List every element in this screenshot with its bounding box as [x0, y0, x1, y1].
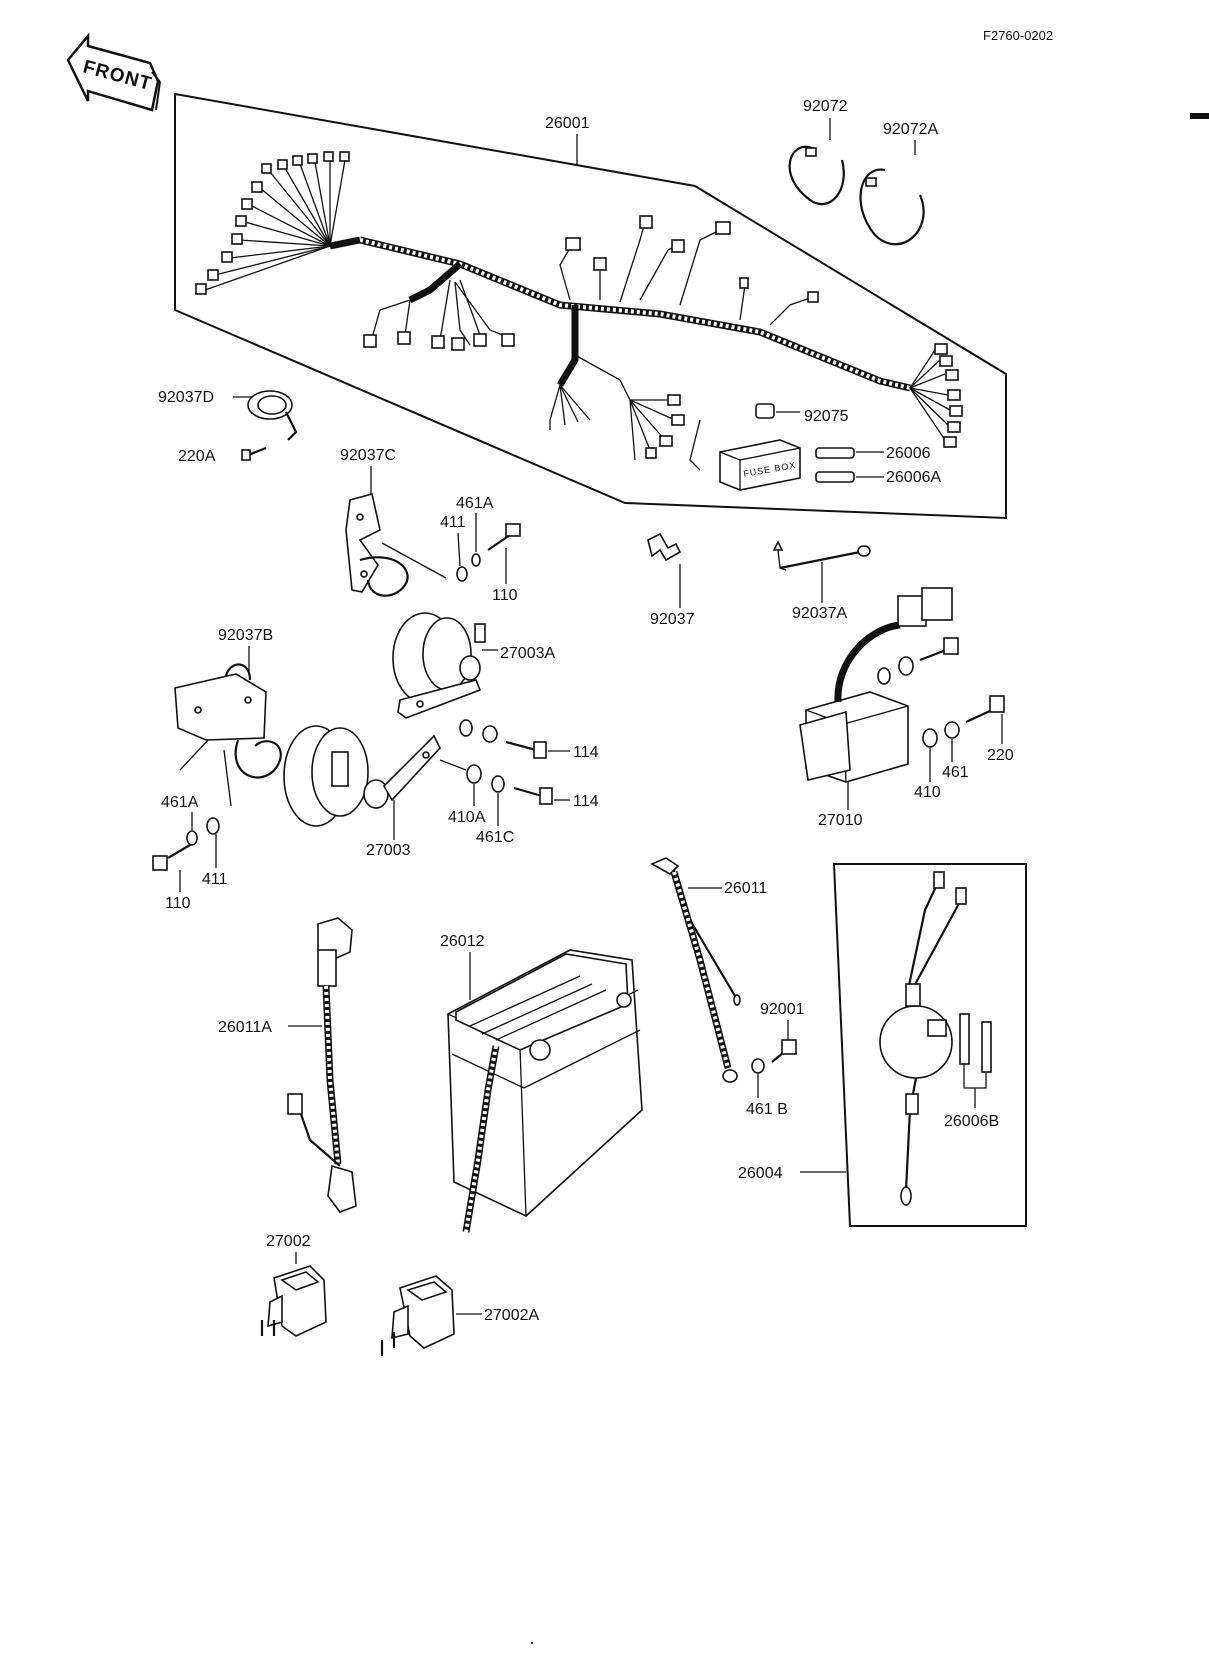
clamp-part: [647, 532, 682, 562]
label-flasher: 27002: [266, 1233, 311, 1250]
bolt-220-part: [965, 695, 1005, 723]
clamp-d-part: [247, 390, 298, 441]
label-washer-461: 461: [942, 764, 969, 781]
lead-26011-part: [650, 857, 741, 1083]
label-bolt-220: 220: [987, 747, 1014, 764]
bolt-114-top-part: [505, 740, 547, 759]
label-bolt-114-bottom: 114: [573, 793, 599, 810]
label-washer-411-top: 411: [440, 514, 466, 531]
label-bolt-92001: 92001: [760, 1001, 805, 1018]
fuse-part: [815, 447, 855, 459]
front-arrow-icon: FRONT: [66, 32, 161, 112]
bolt-110-top-part: [487, 523, 521, 551]
label-band-a: 92072A: [883, 121, 938, 138]
label-horn: 27003: [366, 842, 411, 859]
band-a-part: [859, 168, 925, 246]
bolt-114-bottom-part: [513, 786, 553, 805]
washer-410-part: [922, 728, 938, 748]
washer-461-part: [944, 721, 960, 739]
bracket-c-part: [345, 493, 409, 597]
harness-panel: FUSE BOX: [174, 92, 1007, 520]
label-fuse-a: 26006A: [886, 469, 941, 486]
flasher-a-part: [380, 1275, 455, 1356]
bolt-reg-top: [919, 637, 959, 662]
label-clamp-d: 92037D: [158, 389, 214, 406]
bracket-b-part: [174, 663, 282, 779]
bolt-110-bottom-part: [152, 844, 191, 871]
washer-reg-2: [898, 656, 914, 676]
label-bracket-c: 92037C: [340, 447, 396, 464]
main-harness: [359, 236, 911, 392]
washer-411-bottom-part: [206, 817, 220, 835]
label-washer-411-bottom: 411: [202, 871, 228, 888]
label-washer-461a-top: 461A: [456, 495, 494, 512]
label-lead-26011: 26011: [724, 880, 767, 897]
diagram-code: F2760-0202: [983, 28, 1053, 43]
label-fuse: 26006: [886, 445, 931, 462]
fuse-a-part: [815, 471, 855, 483]
label-clamp: 92037: [650, 611, 695, 628]
washer-411-top-part: [456, 566, 468, 582]
label-washer-461a-bottom: 461A: [161, 794, 199, 811]
washer-461b-part: [751, 1058, 765, 1074]
label-fuse-holder: 92075: [804, 408, 849, 425]
label-bracket-b: 92037B: [218, 627, 273, 644]
label-washer-461b: 461 B: [746, 1101, 788, 1118]
label-relay-assy: 26004: [738, 1165, 783, 1182]
screw-220a-part: [241, 446, 267, 461]
relay-assy-panel: [832, 863, 1027, 1227]
label-washer-410a: 410A: [448, 809, 486, 826]
fuse-box: FUSE BOX: [719, 439, 801, 491]
washer-top-2: [482, 725, 498, 743]
horn-part: [283, 725, 441, 827]
flasher-part: [260, 1265, 327, 1337]
washer-461a-bottom-part: [186, 830, 198, 846]
label-washer-461c: 461C: [476, 829, 514, 846]
label-washer-410: 410: [914, 784, 941, 801]
regulator-part: [799, 587, 953, 783]
label-battery: 26012: [440, 933, 485, 950]
label-lead-26011a: 26011A: [218, 1019, 272, 1036]
lead-26011a-part: [287, 917, 357, 1213]
horn-a-part: [392, 612, 486, 719]
battery-part: [447, 949, 643, 1233]
label-harness: 26001: [545, 115, 590, 132]
washer-reg-1: [877, 667, 891, 685]
washer-461c-part: [491, 775, 505, 793]
washer-top-1: [459, 719, 473, 737]
label-bolt-110-bottom: 110: [165, 895, 191, 912]
stray-dot: [531, 1642, 533, 1644]
label-horn-a: 27003A: [500, 645, 555, 662]
washer-410a-part: [466, 764, 482, 784]
fuse-holder-part: [755, 403, 775, 419]
label-clamp-a: 92037A: [792, 605, 847, 622]
bolt-92001-part: [771, 1039, 797, 1063]
label-fuse-b: 26006B: [944, 1113, 999, 1130]
band-part: [788, 145, 845, 206]
label-screw-220a: 220A: [178, 448, 216, 465]
label-bolt-110-top: 110: [492, 587, 518, 604]
label-regulator: 27010: [818, 812, 863, 829]
label-band: 92072: [803, 98, 848, 115]
page-edge-mark: [1190, 113, 1209, 119]
washer-461a-top-part: [471, 553, 481, 567]
label-bolt-114-top: 114: [573, 744, 599, 761]
label-flasher-a: 27002A: [484, 1307, 539, 1324]
clamp-a-part: [772, 540, 871, 571]
